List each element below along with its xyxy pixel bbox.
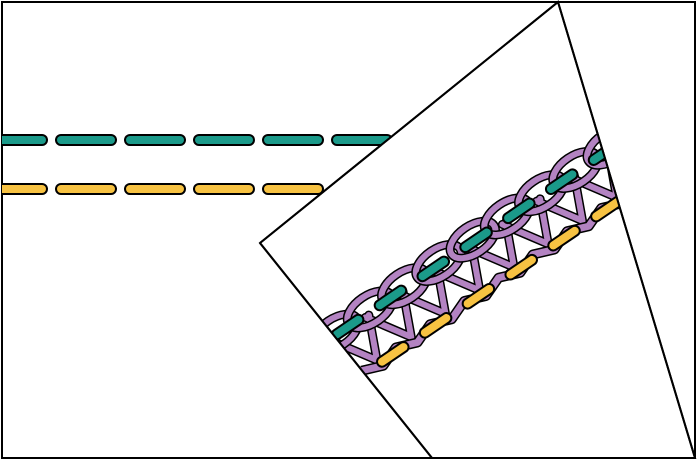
fold-line	[259, 242, 433, 459]
seam-yellow-stitch	[506, 255, 536, 279]
seam-yellow-stitch	[549, 226, 579, 250]
seam-yellow-stitch	[592, 197, 622, 221]
left-panel-stitches	[2, 134, 531, 195]
seam-teal-stitch	[504, 199, 534, 223]
overlock-loop	[447, 218, 499, 262]
seam-teal-stitch	[461, 228, 491, 252]
seam-teal-stitch	[418, 257, 449, 281]
seam-teal-stitch	[375, 286, 406, 310]
seam-yellow-stitch	[378, 343, 408, 366]
folded-panel-edge	[259, 0, 696, 459]
seam-yellow-stitch	[463, 284, 494, 308]
seam-teal-stitch	[332, 315, 363, 339]
seam-yellow-stitch	[420, 314, 451, 337]
seam-teal-stitch	[546, 170, 577, 194]
